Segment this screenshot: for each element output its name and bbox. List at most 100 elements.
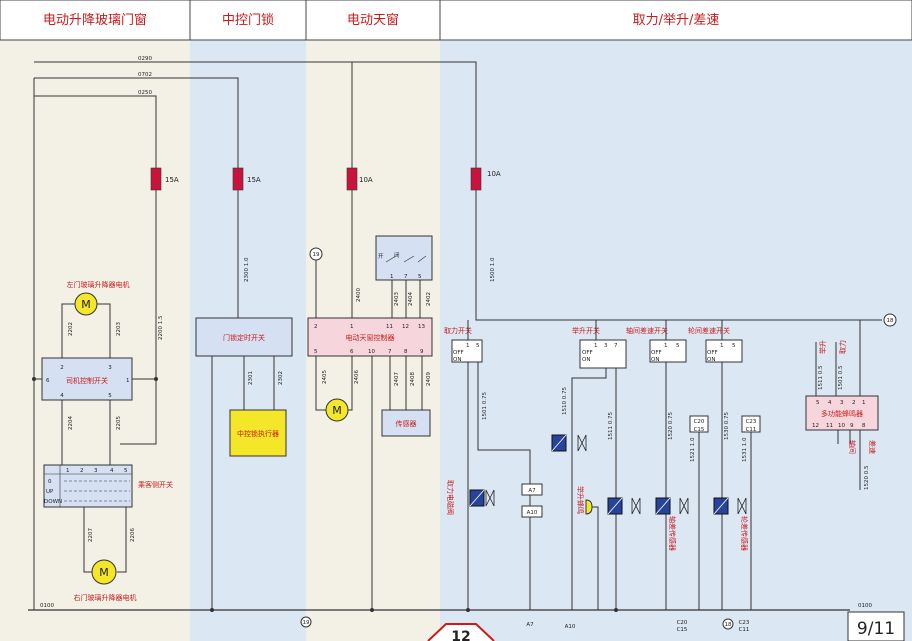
wire-1510: 1510 0.75 bbox=[562, 387, 568, 415]
lock-actuator bbox=[229, 409, 287, 457]
svg-text:4: 4 bbox=[110, 468, 114, 474]
svg-text:1: 1 bbox=[390, 274, 394, 280]
svg-text:4: 4 bbox=[828, 400, 832, 406]
lock-timer-label: 门锁定时开关 bbox=[223, 333, 265, 342]
wire-1511b: 1511 0.5 bbox=[818, 365, 824, 390]
svg-text:OFF: OFF bbox=[582, 350, 593, 356]
pto-switch-label: 取力开关 bbox=[444, 326, 472, 335]
wire-0702: 0702 bbox=[138, 72, 152, 78]
svg-text:1: 1 bbox=[350, 324, 354, 330]
svg-text:3: 3 bbox=[840, 400, 844, 406]
svg-text:C20: C20 bbox=[694, 419, 705, 425]
svg-text:A7: A7 bbox=[526, 622, 534, 628]
svg-text:2: 2 bbox=[60, 365, 64, 371]
svg-text:1: 1 bbox=[664, 343, 668, 349]
wire-2301: 2301 bbox=[248, 371, 254, 385]
svg-text:C15: C15 bbox=[677, 627, 688, 633]
svg-text:OFF: OFF bbox=[651, 350, 662, 356]
wire-1520: 1520 0.75 bbox=[668, 412, 674, 440]
sunroof-controller bbox=[307, 317, 433, 357]
svg-text:5: 5 bbox=[418, 274, 422, 280]
wire-2204: 2204 bbox=[68, 416, 74, 430]
svg-text:C23: C23 bbox=[746, 419, 757, 425]
fuse-3-label: 10A bbox=[359, 176, 373, 184]
svg-text:A10: A10 bbox=[527, 510, 538, 516]
buzzer-label: 多功能蜂鸣器 bbox=[821, 409, 863, 418]
lock-timer bbox=[195, 317, 293, 357]
fuse-3 bbox=[346, 167, 358, 191]
svg-text:1: 1 bbox=[66, 468, 70, 474]
wire-2407: 2407 bbox=[394, 372, 400, 386]
axle-switch bbox=[649, 339, 687, 363]
svg-text:3: 3 bbox=[94, 468, 98, 474]
buzzer-lift-label: 举升 bbox=[818, 340, 827, 354]
svg-text:C20: C20 bbox=[677, 620, 688, 626]
svg-text:7: 7 bbox=[614, 343, 618, 349]
svg-text:3: 3 bbox=[108, 365, 112, 371]
svg-text:18: 18 bbox=[887, 318, 894, 324]
svg-text:19: 19 bbox=[313, 252, 320, 258]
svg-text:C11: C11 bbox=[739, 627, 750, 633]
svg-text:12: 12 bbox=[812, 423, 819, 429]
svg-text:6: 6 bbox=[46, 378, 50, 384]
wire-2205: 2205 bbox=[116, 416, 122, 430]
wire-2408: 2408 bbox=[410, 372, 416, 386]
bottom-19 bbox=[300, 616, 312, 628]
svg-text:DOWN: DOWN bbox=[44, 499, 62, 505]
wire-2404: 2404 bbox=[408, 292, 414, 306]
wire-2406: 2406 bbox=[354, 370, 360, 384]
svg-text:M: M bbox=[332, 404, 342, 417]
wire-1500: 1500 1.0 bbox=[490, 257, 496, 282]
svg-text:9: 9 bbox=[850, 423, 854, 429]
passenger-switch-label: 乘客侧开关 bbox=[138, 480, 173, 489]
header-window: 电动升降玻璃门窗 bbox=[43, 12, 147, 28]
wheel-switch-label: 轮间差速开关 bbox=[688, 326, 730, 335]
svg-text:5: 5 bbox=[124, 468, 128, 474]
wire-2300: 2300 1.0 bbox=[244, 257, 250, 282]
svg-text:4: 4 bbox=[60, 393, 64, 399]
page-number: 9/11 bbox=[857, 619, 895, 639]
bottom-18 bbox=[722, 618, 734, 630]
svg-text:0: 0 bbox=[48, 479, 52, 485]
wheel-sensor-label: 轮差传感器 bbox=[740, 516, 749, 551]
right-motor-label: 右门玻璃升降器电机 bbox=[74, 593, 137, 602]
connector-a7 bbox=[521, 483, 543, 496]
fuse-2-label: 15A bbox=[247, 176, 261, 184]
lift-buzzer-label: 举升蜂鸣 bbox=[576, 486, 585, 514]
svg-text:3: 3 bbox=[604, 343, 608, 349]
svg-text:12: 12 bbox=[402, 324, 409, 330]
fuse-4 bbox=[470, 167, 482, 191]
wire-0250: 0250 bbox=[138, 90, 152, 96]
wire-1520b: 1520 0.5 bbox=[864, 465, 870, 490]
fuse-4-label: 10A bbox=[487, 170, 501, 178]
lift-switch bbox=[579, 339, 627, 369]
svg-text:A7: A7 bbox=[528, 488, 536, 494]
wire-2403: 2403 bbox=[394, 292, 400, 306]
page-number-box bbox=[847, 611, 905, 641]
svg-text:C11: C11 bbox=[746, 427, 757, 433]
buzzer-diff-label: 差速 bbox=[868, 440, 877, 454]
svg-text:19: 19 bbox=[303, 620, 310, 626]
svg-text:13: 13 bbox=[418, 324, 425, 330]
connector-a10 bbox=[521, 505, 543, 518]
wire-2409: 2409 bbox=[426, 372, 432, 386]
svg-text:12: 12 bbox=[451, 629, 470, 641]
svg-text:6: 6 bbox=[350, 349, 354, 355]
svg-text:1: 1 bbox=[862, 400, 866, 406]
svg-text:ON: ON bbox=[453, 357, 461, 363]
svg-text:5: 5 bbox=[816, 400, 820, 406]
svg-text:5: 5 bbox=[314, 349, 318, 355]
svg-text:C23: C23 bbox=[739, 620, 750, 626]
svg-text:C15: C15 bbox=[694, 427, 705, 433]
svg-text:1: 1 bbox=[720, 343, 724, 349]
svg-text:闭: 闭 bbox=[394, 251, 400, 259]
header-lock: 中控门锁 bbox=[222, 12, 274, 28]
wire-0290: 0290 bbox=[138, 56, 152, 62]
wire-1531: 1531 1.0 bbox=[742, 437, 748, 462]
wire-1511: 1511 0.75 bbox=[608, 412, 614, 440]
wire-2203: 2203 bbox=[116, 322, 122, 336]
sunroof-controller-label: 电动天窗控制器 bbox=[346, 333, 395, 342]
svg-text:UP: UP bbox=[46, 489, 54, 495]
wire-2202: 2202 bbox=[68, 322, 74, 336]
